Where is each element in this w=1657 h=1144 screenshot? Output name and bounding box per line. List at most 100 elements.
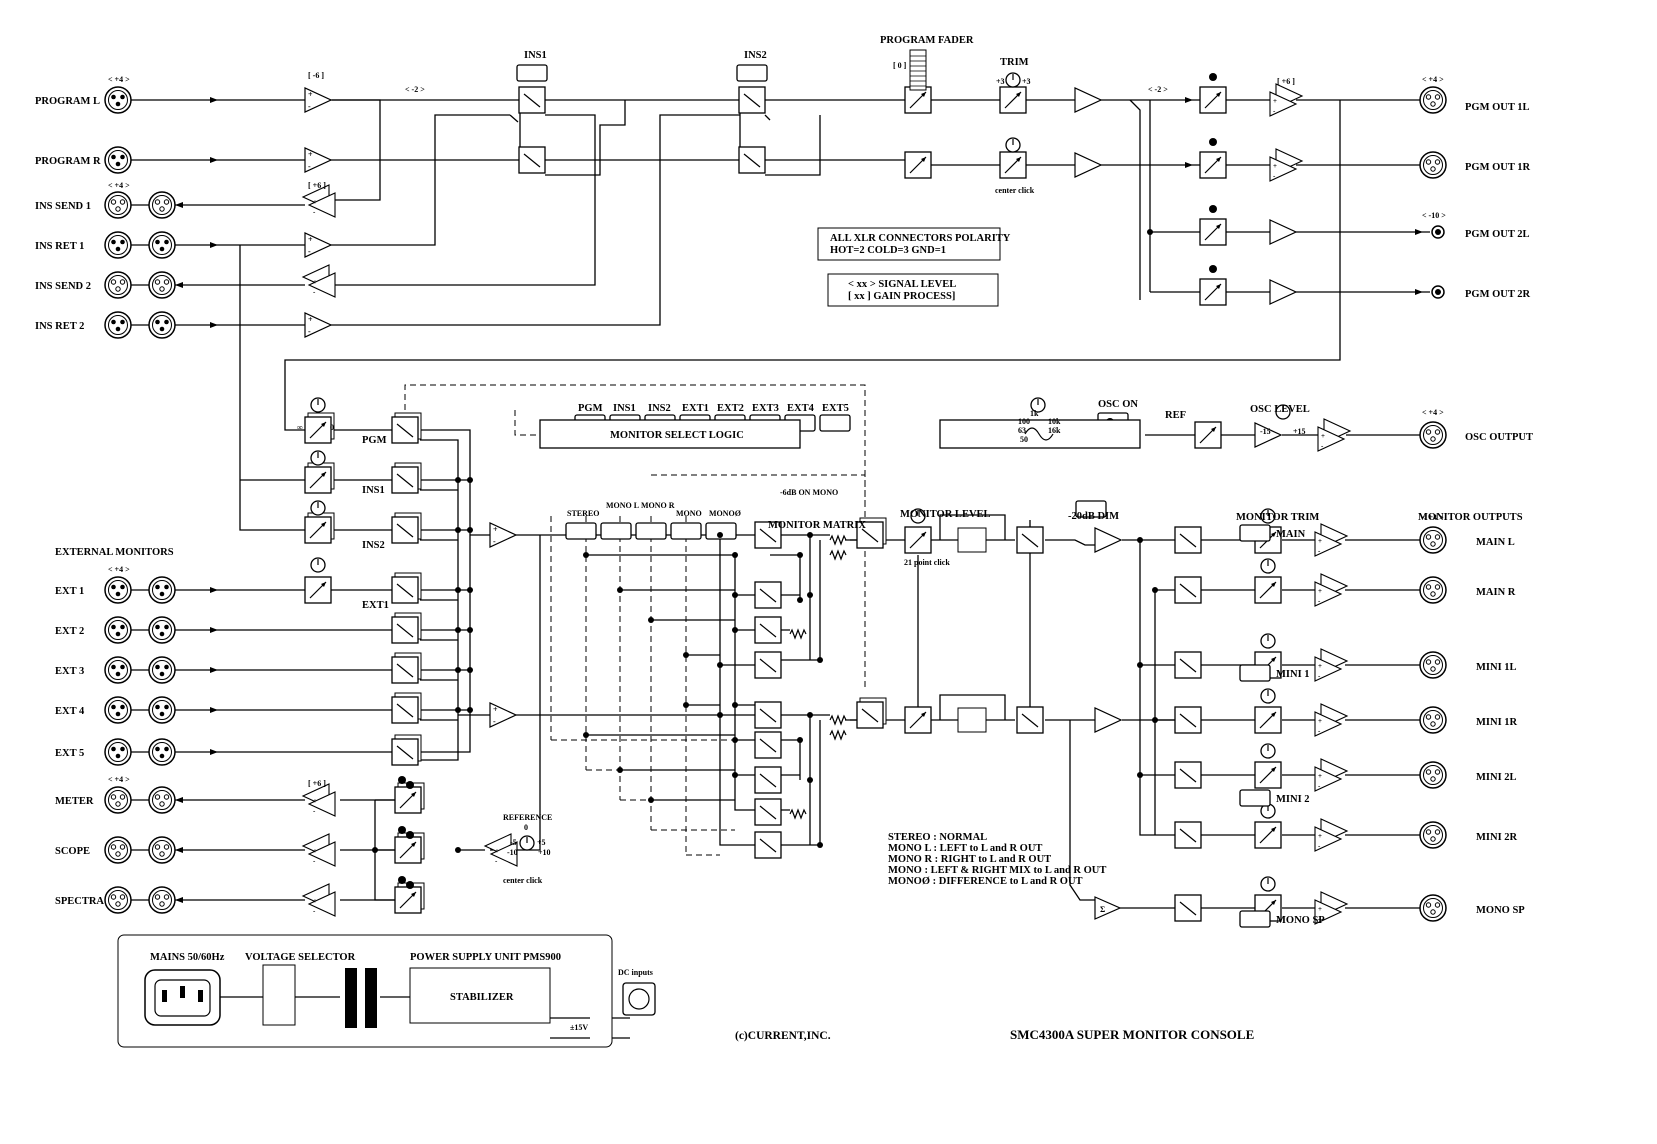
osc-freq-50: 50: [1020, 435, 1028, 444]
label-mini1: MINI 1: [1276, 669, 1310, 680]
label-ins-ret-2: INS RET 2: [35, 321, 84, 332]
xlr-female-icon: [148, 836, 176, 864]
xlr-male-icon: [148, 576, 176, 604]
gain-label: [ +6 ]: [1277, 77, 1295, 86]
label-program-l: PROGRAM L: [35, 96, 100, 107]
rca-jack-icon: [1431, 225, 1445, 239]
note-legend-2: [ xx ] GAIN PROCESS]: [848, 291, 955, 302]
label-ext-2: EXT 2: [55, 626, 84, 637]
osc-freq-63: 63: [1018, 426, 1026, 435]
dim-resistor-box: [957, 527, 987, 553]
select-button-pgm: PGM: [578, 403, 603, 414]
label-ref-center-click: center click: [503, 876, 543, 885]
label-meter: METER: [55, 796, 94, 807]
xlr-female-icon: [148, 271, 176, 299]
label-pgm-out-1l: PGM OUT 1L: [1465, 102, 1530, 113]
level-label: < +4 >: [1422, 408, 1444, 417]
trim-max: +3: [1022, 77, 1031, 86]
level-label: < -10 >: [1422, 211, 1446, 220]
note-polarity-2: HOT=2 COLD=3 GND=1: [830, 245, 946, 256]
mode-mono-r: MONO R: [641, 501, 675, 510]
monitor-select-logic-label: MONITOR SELECT LOGIC: [610, 430, 744, 441]
osc-freq-1k: 1k: [1030, 409, 1039, 418]
xlr-female-icon: [148, 191, 176, 219]
program-fader-icon: [909, 49, 927, 91]
mono-sp-button: [1239, 910, 1271, 928]
control-lines: [404, 384, 866, 856]
label-ins2: INS2: [744, 50, 767, 61]
xlr-female-icon: [148, 886, 176, 914]
xlr-female-icon: [1419, 526, 1447, 554]
ref-p10: +10: [538, 848, 551, 857]
label-mini2: MINI 2: [1276, 794, 1310, 805]
monitor-select-logic-box: [539, 419, 801, 449]
xlr-female-icon: [1419, 86, 1447, 114]
model-title: SMC4300A SUPER MONITOR CONSOLE: [1010, 1027, 1254, 1042]
level-label: < +4 >: [108, 181, 130, 190]
note-legend-1: < xx > SIGNAL LEVEL: [848, 279, 956, 290]
trim-knob-icon: [1260, 876, 1276, 892]
level-label: < -2 >: [405, 85, 425, 94]
trim-knob-icon: [1005, 72, 1021, 88]
xlr-male-icon: [104, 86, 132, 114]
level-label: < +4 >: [108, 565, 130, 574]
label-pgm-out-1r: PGM OUT 1R: [1465, 162, 1531, 173]
xlr-female-icon: [1419, 651, 1447, 679]
xlr-female-icon: [104, 191, 132, 219]
xlr-female-icon: [148, 786, 176, 814]
label-ext-3: EXT 3: [55, 666, 84, 677]
xlr-male-icon: [148, 231, 176, 259]
xlr-female-icon: [104, 886, 132, 914]
osc-freq-100: 100: [1018, 417, 1030, 426]
select-button-ext5: EXT5: [822, 403, 849, 414]
mode-mono: MONO: [676, 509, 702, 518]
level-label: < +4 >: [1422, 75, 1444, 84]
dim-resistor-box: [957, 707, 987, 733]
junction-dots: [372, 73, 1217, 889]
trim-knob-icon: [1260, 688, 1276, 704]
oscillator-box: [939, 419, 1141, 449]
sigma-icon: Σ: [1100, 905, 1105, 914]
xlr-female-icon: [1419, 576, 1447, 604]
ext1-knob-icon: [310, 557, 326, 573]
mode-mono-l: MONO L: [606, 501, 639, 510]
knob-inf-label: ∞: [297, 423, 303, 432]
select-button-ext1: EXT1: [682, 403, 709, 414]
channel-pgm: PGM: [362, 435, 387, 446]
label-stabilizer: STABILIZER: [450, 992, 514, 1003]
osc-freq-10k: 10k: [1048, 417, 1061, 426]
vca-blocks: [304, 86, 1282, 922]
mode-legend-4: MONOØ : DIFFERENCE to L and R OUT: [888, 876, 1083, 887]
resistor-icons: [789, 534, 983, 820]
buttons: [516, 64, 1271, 928]
label-osc-on: OSC ON: [1098, 399, 1138, 410]
xlr-male-icon: [104, 696, 132, 724]
input-connectors: [104, 86, 176, 914]
out-mono-sp: MONO SP: [1476, 905, 1525, 916]
select-button-ext2: EXT2: [717, 403, 744, 414]
amplifiers: [302, 83, 1351, 925]
out-main-r: MAIN R: [1476, 587, 1516, 598]
xlr-female-icon: [1419, 706, 1447, 734]
out-main-l: MAIN L: [1476, 537, 1515, 548]
ins1-knob-icon: [310, 450, 326, 466]
mini1-button: [1239, 664, 1271, 682]
label-pgm-out-2r: PGM OUT 2R: [1465, 289, 1531, 300]
label-monitor-level: MONITOR LEVEL: [900, 509, 991, 520]
mode-mono-phase: MONOØ: [709, 509, 741, 518]
label-mono-sp: MONO SP: [1276, 915, 1325, 926]
label-center-click: center click: [995, 186, 1035, 195]
copyright: (c)CURRENT,INC.: [735, 1030, 831, 1042]
fader-zero-label: [ 0 ]: [893, 61, 907, 70]
label-voltage: ±15V: [570, 1023, 588, 1032]
label-ext-1: EXT 1: [55, 586, 84, 597]
level-label: < +4 >: [108, 775, 130, 784]
mode-legend-2: MONO R : RIGHT to L and R OUT: [888, 854, 1051, 865]
mini2-button: [1239, 789, 1271, 807]
xlr-female-icon: [1419, 151, 1447, 179]
rca-jack-icon: [1431, 285, 1445, 299]
xlr-male-icon: [148, 311, 176, 339]
label-ins-send-1: INS SEND 1: [35, 201, 91, 212]
trim-knob-icon: [1005, 137, 1021, 153]
